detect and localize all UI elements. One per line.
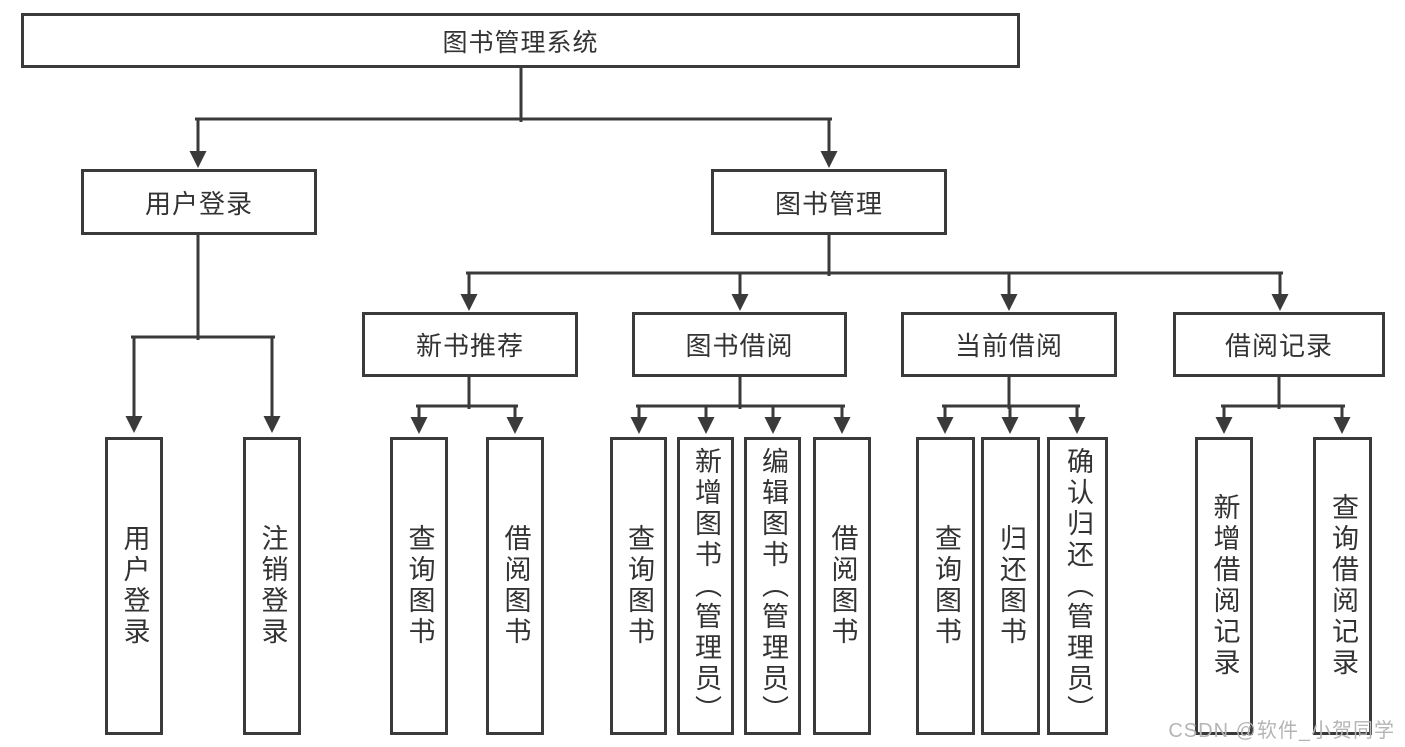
leaf-label: 用户登录 [119, 524, 150, 648]
leaf-label: 借阅图书 [500, 524, 531, 648]
node-new-book-recommend: 新书推荐 [362, 312, 578, 377]
connector-recommend-arrow-shafts [417, 404, 517, 421]
node-label: 用户登录 [144, 188, 253, 219]
connector-bookmgmt-arrow-shafts [467, 271, 1282, 298]
arrow-heads [125, 151, 1351, 434]
arrowhead-icon [630, 417, 648, 434]
node-borrow-records: 借阅记录 [1173, 312, 1385, 377]
node-label: 图书管理 [774, 188, 883, 219]
leaf-user-login: 用户登录 [105, 437, 163, 735]
arrowhead-icon [1333, 417, 1351, 434]
leaf-label: 新增借阅记录 [1209, 493, 1240, 679]
arrowhead-icon [764, 417, 782, 434]
node-book-management: 图书管理 [711, 169, 947, 235]
node-user-login: 用户登录 [81, 169, 317, 235]
arrowhead-icon [1000, 294, 1018, 311]
arrowhead-icon [263, 416, 281, 433]
leaf-query-books-recommend: 查询图书 [390, 437, 448, 735]
node-label: 新书推荐 [415, 331, 524, 361]
node-root-system: 图书管理系统 [21, 13, 1020, 68]
arrowhead-icon [1271, 294, 1289, 311]
connector-records-arrow-shafts [1222, 404, 1344, 421]
leaf-label: 确认归还（管理员） [1063, 446, 1093, 726]
watermark: CSDN @软件_小贺同学 [1168, 720, 1395, 742]
leaf-label: 借阅图书 [827, 524, 858, 648]
leaf-label: 查询图书 [624, 524, 654, 648]
arrowhead-icon [731, 294, 749, 311]
arrowhead-icon [820, 151, 838, 168]
leaf-add-borrow-record: 新增借阅记录 [1195, 437, 1253, 735]
arrowhead-icon [936, 417, 954, 434]
leaf-add-books-admin: 新增图书（管理员） [677, 437, 734, 735]
arrowhead-icon [460, 294, 478, 311]
arrowhead-icon [833, 417, 851, 434]
leaf-confirm-return-admin: 确认归还（管理员） [1047, 437, 1108, 735]
leaf-borrow-books-recommend: 借阅图书 [486, 437, 544, 735]
node-current-borrow: 当前借阅 [901, 312, 1117, 377]
connector-borrow-arrow-shafts [637, 404, 844, 421]
arrowhead-icon [506, 417, 524, 434]
arrowhead-icon [410, 417, 428, 434]
leaf-query-books-current: 查询图书 [916, 437, 975, 735]
arrowhead-icon [697, 417, 715, 434]
leaf-label: 编辑图书（管理员） [758, 446, 788, 726]
leaf-return-books: 归还图书 [981, 437, 1040, 735]
node-label: 当前借阅 [954, 331, 1063, 361]
leaf-borrow-books: 借阅图书 [813, 437, 871, 735]
leaf-query-borrow-record: 查询借阅记录 [1313, 437, 1372, 735]
arrowhead-icon [1215, 417, 1233, 434]
leaf-query-books-borrow: 查询图书 [610, 437, 667, 735]
arrowhead-icon [125, 416, 143, 433]
connector-userlogin-arrow-shafts [132, 335, 274, 420]
leaf-logout: 注销登录 [243, 437, 301, 735]
leaf-label: 查询借阅记录 [1328, 493, 1358, 679]
connector-root-arrow-shafts [196, 117, 831, 155]
node-label: 图书借阅 [685, 331, 794, 361]
node-label: 借阅记录 [1224, 331, 1333, 361]
arrowhead-icon [1068, 417, 1086, 434]
node-label: 图书管理系统 [442, 28, 599, 57]
leaf-label: 查询图书 [404, 524, 435, 648]
node-book-borrow: 图书借阅 [632, 312, 847, 377]
connector-current-arrow-shafts [943, 404, 1079, 421]
arrowhead-icon [1001, 417, 1019, 434]
leaf-label: 查询图书 [931, 524, 961, 648]
arrowhead-icon [189, 151, 207, 168]
leaf-edit-books-admin: 编辑图书（管理员） [744, 437, 801, 735]
leaf-label: 归还图书 [996, 524, 1026, 648]
leaf-label: 注销登录 [257, 524, 288, 648]
leaf-label: 新增图书（管理员） [691, 446, 721, 726]
